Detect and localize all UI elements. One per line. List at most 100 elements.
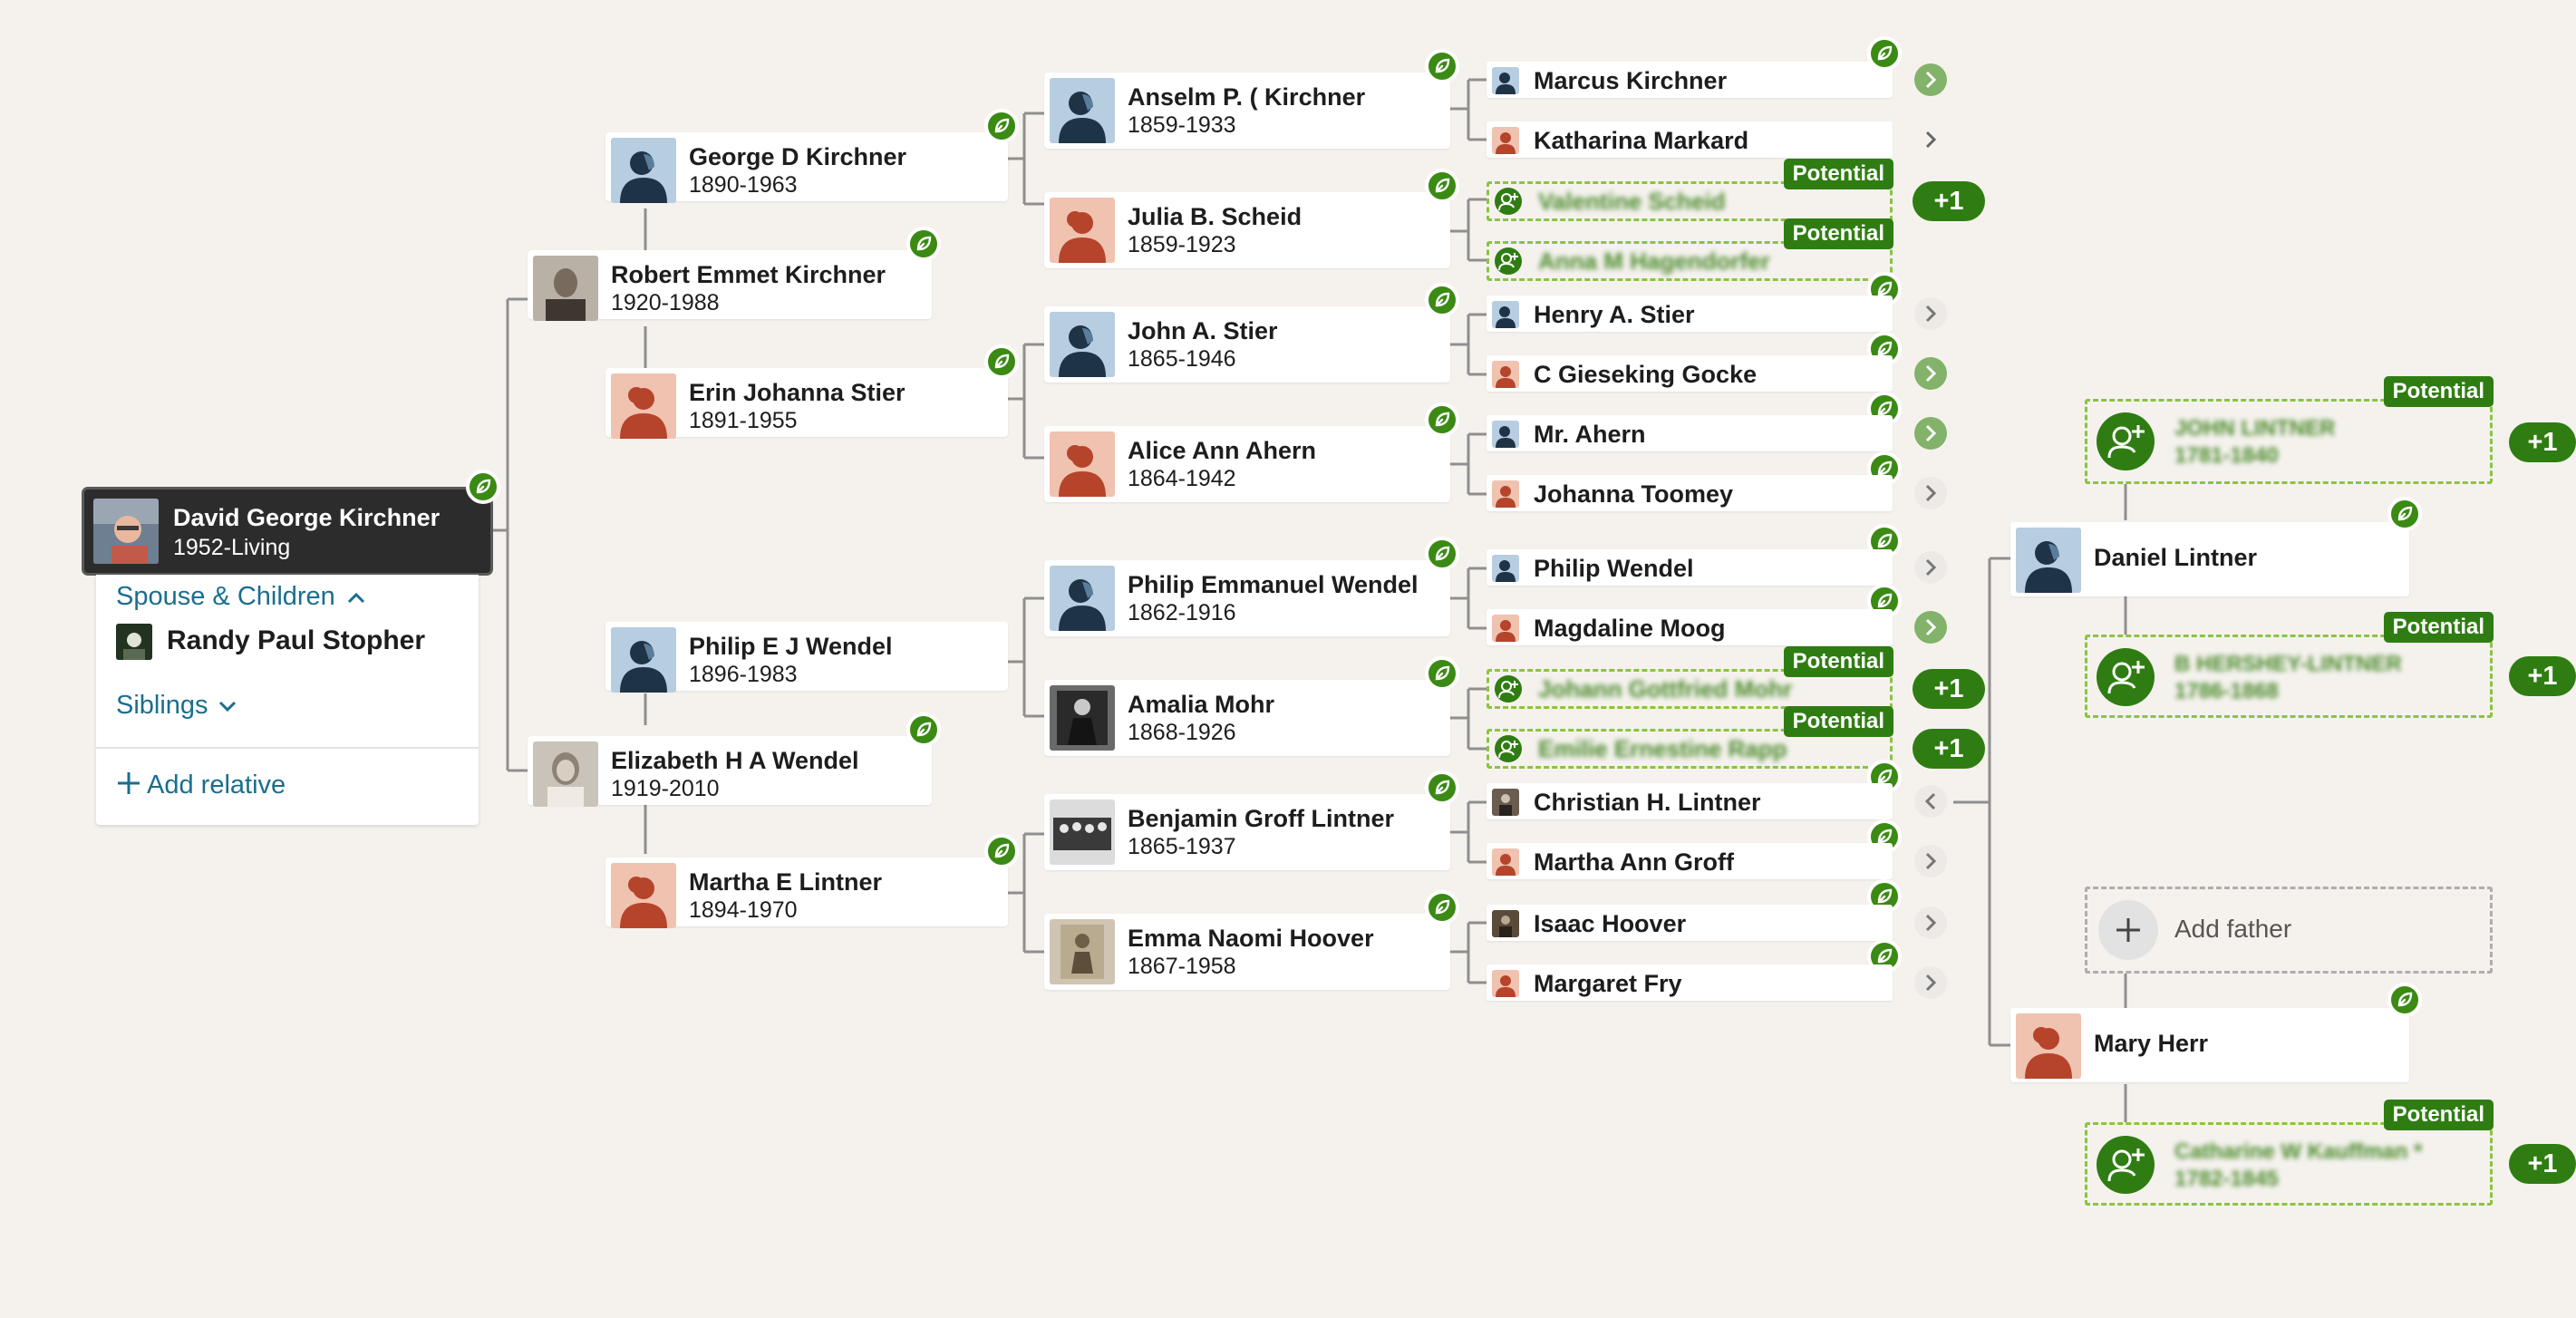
mother-name: Elizabeth H A Wendel <box>611 747 859 774</box>
grandparent-dates: 1896-1983 <box>689 662 798 687</box>
gen4-person-card[interactable]: Martha Ann Groff <box>1487 843 1893 879</box>
great-grandparent-hint-leaf-icon[interactable] <box>1425 537 1459 571</box>
gen4-person-name: Marcus Kirchner <box>1534 67 1728 94</box>
potential-badge: Potential <box>1783 159 1893 189</box>
potential-count-button[interactable]: +1 <box>2509 656 2576 696</box>
potential-parent-card[interactable]: Potential B HERSHEY-LINTNER 1786-1868 <box>2085 612 2494 718</box>
potential-count-button[interactable]: +1 <box>2509 1144 2576 1184</box>
potential-parent-card[interactable]: Potential JOHN LINTNER 1781-1840 <box>2085 376 2494 484</box>
great-grandparent-hint-leaf-icon[interactable] <box>1425 402 1459 437</box>
expand-chevron-right-icon[interactable] <box>1914 966 1947 999</box>
add-father-button[interactable]: Add father <box>2085 887 2493 974</box>
expand-chevron-right-icon[interactable] <box>1914 417 1947 450</box>
gen4-person-name: Christian H. Lintner <box>1534 789 1761 816</box>
gen5-hint-leaf-icon[interactable] <box>2387 983 2422 1017</box>
gen5-hint-leaf-icon[interactable] <box>2387 497 2422 531</box>
great-grandparent-card[interactable]: John A. Stier 1865-1946 <box>1044 306 1450 383</box>
siblings-toggle[interactable]: Siblings <box>116 691 237 721</box>
great-grandparent-dates: 1864-1942 <box>1128 466 1236 491</box>
great-grandparent-hint-leaf-icon[interactable] <box>1425 656 1459 691</box>
potential-parent-name: JOHN LINTNER <box>2174 416 2336 441</box>
potential-badge: Potential <box>2383 376 2494 407</box>
expand-chevron-right-icon[interactable] <box>1914 611 1947 644</box>
gen4-person-card[interactable]: Marcus Kirchner <box>1487 62 1893 98</box>
great-grandparent-card[interactable]: Anselm P. ( Kirchner 1859-1933 <box>1044 73 1450 149</box>
great-grandparent-card[interactable]: Philip Emmanuel Wendel 1862-1916 <box>1044 560 1450 636</box>
add-person-icon <box>2097 412 2155 470</box>
gen5-person-card[interactable]: Daniel Lintner <box>2010 522 2409 596</box>
grandparent-card[interactable]: Martha E Lintner 1894-1970 <box>605 858 1008 928</box>
great-grandparent-photo <box>1050 685 1115 751</box>
potential-count-button[interactable]: +1 <box>1913 669 1985 709</box>
great-grandparent-name: Julia B. Scheid <box>1128 203 1303 230</box>
potential-parent-card[interactable]: Potential Johann Gottfried Mohr <box>1487 646 1893 709</box>
great-grandparent-name: Alice Ann Ahern <box>1128 437 1317 464</box>
gen4-person-card[interactable]: Margaret Fry <box>1487 964 1893 1001</box>
great-grandparent-hint-leaf-icon[interactable] <box>1425 49 1459 83</box>
potential-parent-card[interactable]: Potential Valentine Scheid <box>1487 159 1893 221</box>
great-grandparent-card[interactable]: Benjamin Groff Lintner 1865-1937 <box>1044 794 1450 870</box>
expand-chevron-right-icon[interactable] <box>1914 477 1947 509</box>
add-relative-button[interactable]: Add relative <box>114 769 286 800</box>
expand-chevron-right-icon[interactable] <box>1914 357 1947 390</box>
gen4-hint-leaf-icon[interactable] <box>1867 36 1902 71</box>
grandparent-hint-leaf-icon[interactable] <box>984 109 1019 143</box>
add-person-icon <box>1495 188 1522 215</box>
collapse-chevron-left-icon[interactable] <box>1914 785 1947 818</box>
potential-parent-card[interactable]: Potential Catharine W Kauffman * 1782-18… <box>2085 1100 2494 1206</box>
potential-parent-card[interactable]: Potential Emilie Ernestine Rapp <box>1487 706 1893 769</box>
father-card[interactable]: Robert Emmet Kirchner 1920-1988 <box>528 250 932 321</box>
gen4-person-card[interactable]: Magdaline Moog <box>1487 609 1893 645</box>
grandparent-hint-leaf-icon[interactable] <box>984 834 1019 868</box>
grandparent-card[interactable]: Philip E J Wendel 1896-1983 <box>605 622 1008 693</box>
root-person-dates: 1952-Living <box>173 535 291 560</box>
great-grandparent-hint-leaf-icon[interactable] <box>1425 283 1459 317</box>
expand-chevron-right-icon[interactable] <box>1914 906 1947 939</box>
gen5-person-card[interactable]: Mary Herr <box>2010 1008 2409 1082</box>
potential-count-button[interactable]: +1 <box>1913 729 1985 769</box>
grandparent-dates: 1890-1963 <box>689 172 798 198</box>
father-hint-leaf-icon[interactable] <box>906 227 941 261</box>
great-grandparent-card[interactable]: Amalia Mohr 1868-1926 <box>1044 680 1450 756</box>
expand-chevron-right-icon[interactable] <box>1914 123 1947 156</box>
root-hint-leaf-icon[interactable] <box>466 470 500 504</box>
gen4-person-card[interactable]: Henry A. Stier <box>1487 296 1893 332</box>
potential-parent-name: Emilie Ernestine Rapp <box>1538 735 1787 762</box>
great-grandparent-dates: 1865-1937 <box>1128 834 1236 859</box>
great-grandparent-card[interactable]: Emma Naomi Hoover 1867-1958 <box>1044 914 1450 990</box>
potential-parent-name: Valentine Scheid <box>1538 188 1726 215</box>
expand-chevron-right-icon[interactable] <box>1914 551 1947 584</box>
great-grandparent-card[interactable]: Alice Ann Ahern 1864-1942 <box>1044 426 1450 502</box>
potential-count-button[interactable]: +1 <box>1913 181 1985 221</box>
spouse-children-toggle[interactable]: Spouse & Children <box>116 582 366 612</box>
expand-chevron-right-icon[interactable] <box>1914 63 1947 96</box>
grandparent-dates: 1891-1955 <box>689 408 798 433</box>
grandparent-card[interactable]: Erin Johanna Stier 1891-1955 <box>605 368 1008 439</box>
panel-divider <box>96 747 479 749</box>
great-grandparent-card[interactable]: Julia B. Scheid 1859-1923 <box>1044 192 1450 268</box>
potential-parent-card[interactable]: Potential Anna M Hagendorfer <box>1487 218 1893 281</box>
grandparent-card[interactable]: George D Kirchner 1890-1963 <box>605 132 1008 203</box>
great-grandparent-hint-leaf-icon[interactable] <box>1425 770 1459 805</box>
gen4-person-card[interactable]: Christian H. Lintner <box>1487 783 1893 819</box>
root-person-card[interactable]: David George Kirchner 1952-Living <box>84 489 490 573</box>
potential-count-button[interactable]: +1 <box>2509 422 2576 462</box>
great-grandparent-hint-leaf-icon[interactable] <box>1425 169 1459 203</box>
potential-parent-name: B HERSHEY-LINTNER <box>2174 652 2402 676</box>
gen4-person-card[interactable]: Johanna Toomey <box>1487 475 1893 511</box>
female-silhouette-icon <box>1492 127 1519 154</box>
expand-chevron-right-icon[interactable] <box>1914 297 1947 330</box>
gen4-person-card[interactable]: Katharina Markard <box>1487 121 1893 158</box>
mother-hint-leaf-icon[interactable] <box>906 712 941 747</box>
mother-card[interactable]: Elizabeth H A Wendel 1919-2010 <box>528 736 932 807</box>
great-grandparent-hint-leaf-icon[interactable] <box>1425 890 1459 925</box>
gen4-person-card[interactable]: Philip Wendel <box>1487 549 1893 586</box>
gen4-person-name: Isaac Hoover <box>1534 910 1687 937</box>
female-silhouette-icon <box>1492 480 1519 508</box>
gen4-person-card[interactable]: Isaac Hoover <box>1487 905 1893 941</box>
gen4-person-card[interactable]: C Gieseking Gocke <box>1487 355 1893 392</box>
expand-chevron-right-icon[interactable] <box>1914 845 1947 877</box>
gen4-person-card[interactable]: Mr. Ahern <box>1487 415 1893 451</box>
grandparent-hint-leaf-icon[interactable] <box>984 344 1019 379</box>
great-grandparent-name: Anselm P. ( Kirchner <box>1128 83 1366 111</box>
